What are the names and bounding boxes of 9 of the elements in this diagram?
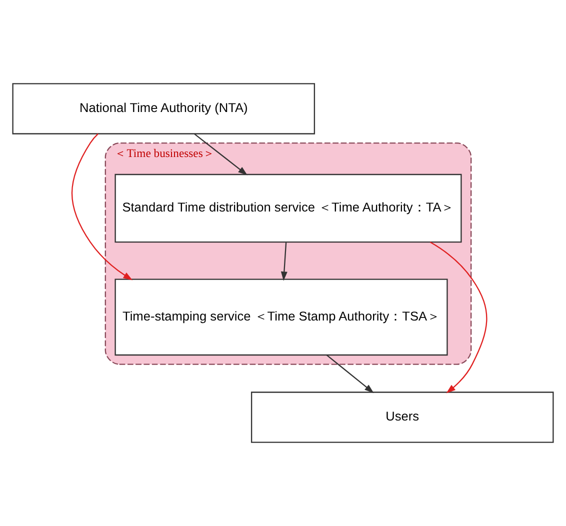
arrow [430,242,488,394]
arrow [326,354,374,394]
arrow [194,133,248,176]
arrow [280,242,288,281]
node-box: National Time Authority (NTA) [12,83,316,134]
node-box: Time-stamping service ＜Time Stamp Authority：TSA＞ [114,278,448,356]
arrow [71,133,133,280]
node-box: Users [250,392,554,443]
node-box: Standard Time distribution service ＜Time Authority：TA＞ [114,174,462,243]
